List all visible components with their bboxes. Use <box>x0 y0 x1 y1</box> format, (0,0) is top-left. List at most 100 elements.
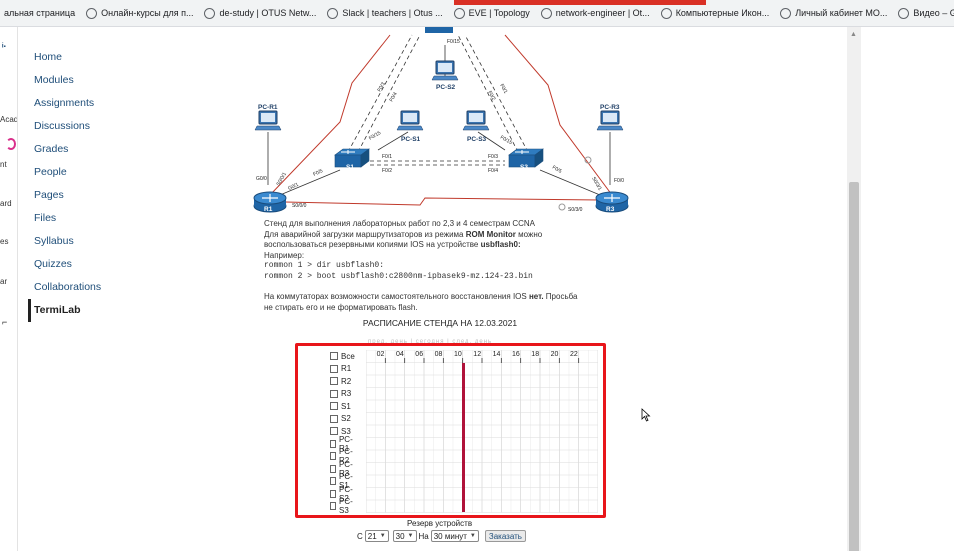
device-label: R2 <box>341 376 352 386</box>
nav-pages[interactable]: Pages <box>34 189 64 201</box>
hour-label: 14 <box>492 351 501 358</box>
nav-grades[interactable]: Grades <box>34 143 69 155</box>
scrollbar-thumb[interactable] <box>849 182 859 551</box>
globe-icon <box>898 7 910 19</box>
device-row: S3 <box>326 425 351 438</box>
device-label: PC-S1 <box>339 472 353 491</box>
duration-select[interactable]: 30 минут▼ <box>430 530 479 542</box>
current-time-marker <box>462 363 465 512</box>
port-label: F0/0 <box>614 178 624 184</box>
rail-item[interactable]: nt <box>0 160 7 169</box>
label-pc-r3: PC-R3 <box>600 104 620 111</box>
rail-avatar[interactable] <box>6 138 16 150</box>
label-s3: S3 <box>520 164 528 171</box>
day-navigation[interactable]: пред. день | сегодня | след. день <box>368 339 493 345</box>
nav-syllabus[interactable]: Syllabus <box>34 235 74 247</box>
hour-label: 16 <box>511 351 520 358</box>
bookmark-item[interactable]: Онлайн-курсы для п... <box>82 7 197 19</box>
chevron-down-icon: ▼ <box>407 533 414 539</box>
bookmark-item[interactable]: Компьютерные Икон... <box>657 7 774 19</box>
highlight-box <box>295 343 606 518</box>
port-label: S0/0/1 <box>276 171 289 187</box>
rail-logo[interactable]: ᵢ. <box>2 39 7 50</box>
label-pc-r1: PC-R1 <box>258 104 278 111</box>
device-checkbox[interactable] <box>330 464 336 473</box>
bookmark-item[interactable]: EVE | Topology <box>450 7 534 19</box>
bookmark-item[interactable]: Личный кабинет МО... <box>776 7 891 19</box>
nav-collaborations[interactable]: Collaborations <box>34 281 102 293</box>
nav-discussions[interactable]: Discussions <box>34 120 91 132</box>
device-checkbox[interactable] <box>330 452 336 461</box>
command-line: rommon 1 > dir usbflash0: <box>264 261 385 270</box>
rail-item[interactable]: ar <box>0 277 8 286</box>
device-checkbox[interactable] <box>330 439 336 448</box>
rail-item[interactable]: ⌐ <box>2 317 8 327</box>
nav-assignments[interactable]: Assignments <box>34 97 95 109</box>
hour-label: 22 <box>569 351 578 358</box>
rail-item[interactable]: ard <box>0 199 12 208</box>
device-label: PC-R1 <box>338 434 353 453</box>
reserve-button[interactable]: Заказать <box>484 530 526 542</box>
device-checkbox[interactable] <box>330 364 338 373</box>
nav-quizzes[interactable]: Quizzes <box>34 258 72 270</box>
bookmark-label: альная страница <box>4 8 76 18</box>
device-checkbox[interactable] <box>330 477 337 486</box>
bookmark-label: Видео – Google Диск <box>913 8 954 18</box>
bookmark-item[interactable]: Видео – Google Диск <box>894 7 954 19</box>
rail-item[interactable]: es <box>0 237 9 246</box>
nav-termilab[interactable]: TermiLab <box>28 299 101 322</box>
port-label: F0/5 <box>551 165 563 175</box>
minute-select[interactable]: 30▼ <box>392 530 417 542</box>
device-checkbox[interactable] <box>330 414 338 423</box>
port-label: S0/3/1 <box>590 176 603 192</box>
port-label: F0/15 <box>499 135 513 147</box>
nav-home[interactable]: Home <box>34 51 63 63</box>
hour-label: 04 <box>395 351 404 358</box>
device-label: S3 <box>341 426 351 436</box>
device-label: S2 <box>341 414 351 424</box>
hour-label: 10 <box>453 351 462 358</box>
globe-icon <box>453 7 465 19</box>
device-checkbox[interactable] <box>330 389 338 398</box>
device-checkbox[interactable] <box>330 502 337 511</box>
info-line: воспользоваться резервными копиями IOS н… <box>264 240 521 249</box>
device-row: PC-S2 <box>326 485 355 503</box>
label-pc-s2: PC-S2 <box>436 84 456 91</box>
trunk-links <box>347 34 529 166</box>
pc-s2-icon <box>431 60 459 81</box>
chevron-down-icon: ▼ <box>469 533 476 539</box>
rail-item[interactable]: Acad <box>0 115 18 124</box>
nav-people[interactable]: People <box>34 166 67 178</box>
device-checkbox[interactable] <box>330 402 338 411</box>
select-all-checkbox[interactable] <box>330 352 338 361</box>
bookmark-item[interactable]: Slack | teachers | Otus ... <box>323 7 446 19</box>
port-label: F0/3 <box>488 154 498 160</box>
bookmark-item[interactable]: network-engineer | Ot... <box>537 7 654 19</box>
hour-select[interactable]: 21▼ <box>364 530 389 542</box>
label-pc-s3: PC-S3 <box>467 136 487 143</box>
schedule-timeline[interactable] <box>366 350 598 514</box>
device-row: R2 <box>326 375 351 388</box>
port-label: S0/0/0 <box>292 203 307 209</box>
serial-links <box>269 34 613 206</box>
device-checkbox[interactable] <box>330 377 338 386</box>
schedule-title: РАСПИСАНИЕ СТЕНДА НА 12.03.2021 <box>362 318 518 328</box>
device-checkbox[interactable] <box>330 427 338 436</box>
bookmark-item[interactable]: de-study | OTUS Netw... <box>200 7 320 19</box>
device-row: PC-R3 <box>326 459 355 478</box>
nav-files[interactable]: Files <box>34 212 57 224</box>
device-row: R3 <box>326 388 351 401</box>
pc-s1-icon <box>396 110 424 131</box>
scroll-up-icon[interactable]: ▲ <box>850 31 857 38</box>
from-label: С <box>357 531 363 541</box>
hour-label: 12 <box>473 351 482 358</box>
device-label: PC-R3 <box>338 459 353 478</box>
nav-modules[interactable]: Modules <box>34 74 74 86</box>
bookmark-item[interactable]: альная страница <box>0 8 79 18</box>
pc-s3-icon <box>462 110 490 131</box>
page-scrollbar[interactable]: ▲ <box>847 27 861 551</box>
device-checkbox[interactable] <box>330 489 337 498</box>
globe-icon <box>86 7 98 19</box>
pc-r3-icon <box>596 110 624 131</box>
